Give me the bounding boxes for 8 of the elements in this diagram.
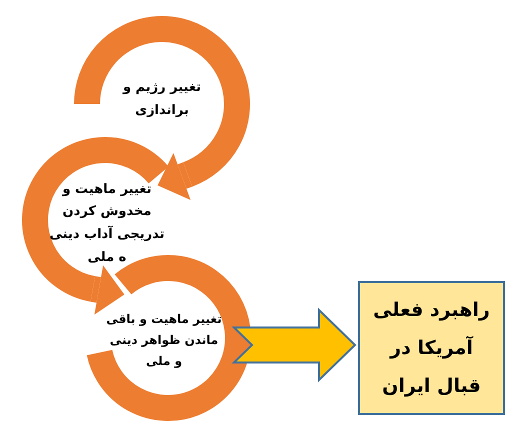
- step-text: تغییر رژیم و براندازی: [122, 79, 202, 120]
- step-text: راهبرد فعلی آمریکا در قبال ایران: [372, 298, 491, 399]
- block-arrow: [232, 308, 356, 382]
- result-box: [358, 281, 505, 415]
- step-text: تغییر ماهیت و باقی ماندن ظواهر دینی و ملی: [106, 310, 222, 370]
- step-text: تغییر ماهیت و مخدوش کردن تدریجی آداب دینی ه ملی: [48, 180, 166, 267]
- curved-arrow: [90, 265, 124, 315]
- curved-arrow: [158, 153, 192, 200]
